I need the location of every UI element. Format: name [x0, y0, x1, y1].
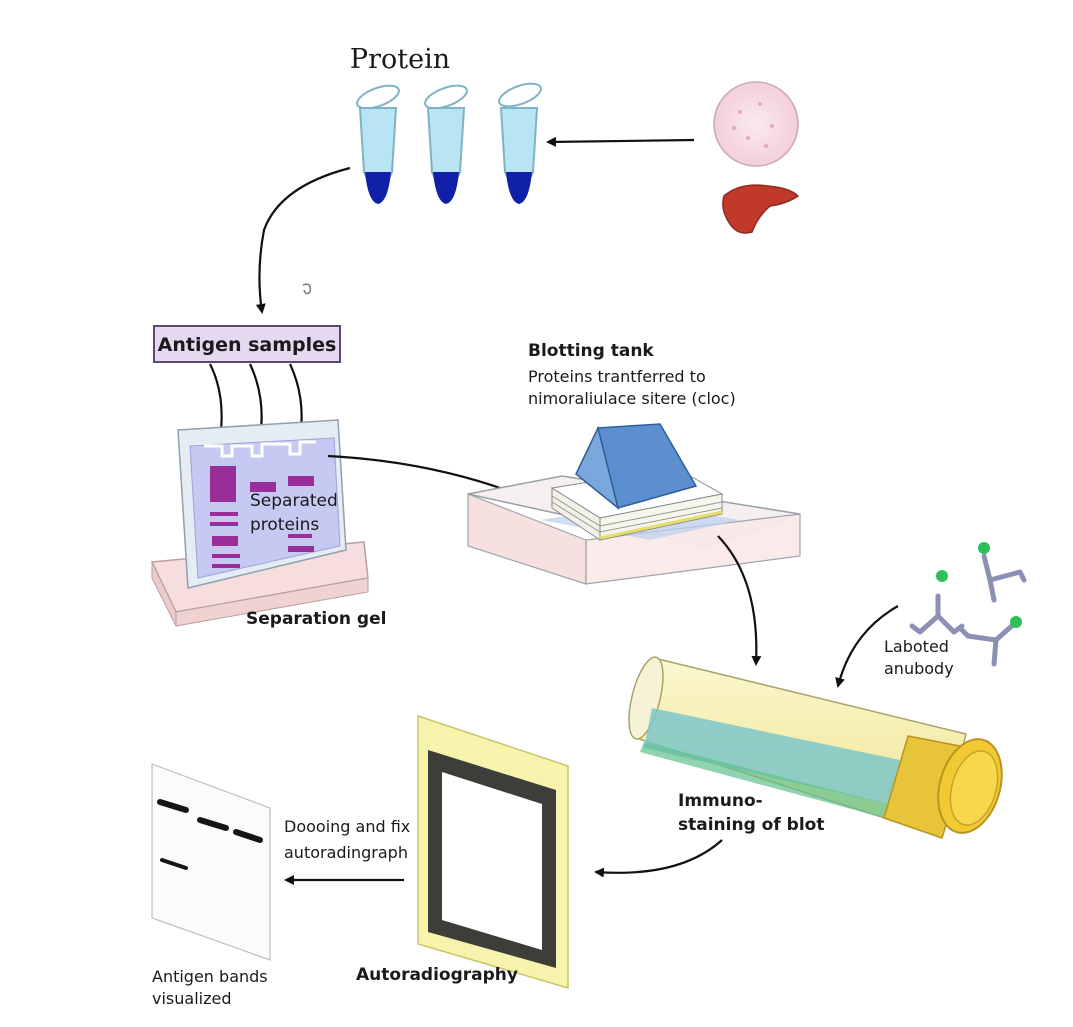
sample-tube-3: [498, 82, 542, 204]
antigen-samples-label: Antigen samples: [158, 334, 337, 356]
antigen-samples-box: [153, 325, 341, 363]
blotting-tank-title: Blotting tank: [528, 341, 654, 361]
cell-culture-dish-icon: [713, 81, 799, 167]
gel-band: [288, 476, 314, 486]
gel-band: [288, 534, 312, 538]
blotting-tank-desc-line1: Proteins trantferred to: [528, 367, 706, 386]
autoradiography-label: Autoradiography: [356, 965, 518, 985]
immunostaining-label-line2: staining of blot: [678, 815, 824, 835]
sample-tube-1: [356, 84, 400, 204]
antigen-bands-label-line2: visualized: [152, 989, 231, 1008]
gel-band: [288, 546, 314, 552]
gel-band: [212, 536, 238, 546]
develop-label-line1: Doooing and fix: [284, 817, 410, 836]
autoradiography-film: [417, 714, 569, 990]
gel-band: [212, 564, 240, 568]
gel-band: [210, 522, 238, 526]
stray-mark: [302, 283, 312, 295]
separated-proteins-label-line2: proteins: [250, 515, 319, 535]
gel-band: [210, 466, 236, 502]
blotting-tank-desc-line2: nimoraliulace sitere (cloc): [528, 389, 736, 408]
antibody-tag: [936, 570, 948, 582]
immunostaining-label-line1: Immuno-: [678, 791, 763, 811]
arrow-tubes-to-samples: [255, 166, 351, 314]
labeled-antibody-icon: [909, 553, 1027, 667]
labeled-antibody-label-line2: anubody: [884, 659, 954, 678]
antigen-bands-label-line1: Antigen bands: [152, 967, 268, 986]
arrow-tube-to-film: [594, 839, 723, 878]
gel-band: [212, 554, 240, 558]
separated-proteins-label-line1: Separated: [250, 491, 338, 511]
separation-gel: [150, 419, 369, 627]
blotting-block: [575, 423, 698, 510]
labeled-antibody-label-line1: Laboted: [884, 637, 949, 656]
develop-label-line2: autoradingraph: [284, 843, 408, 862]
arrow-tank-to-tube: [717, 535, 762, 666]
separation-gel-label: Separation gel: [246, 609, 386, 629]
antibody-tag: [978, 542, 990, 554]
antibody-tag: [1010, 616, 1022, 628]
result-sheet: [151, 763, 271, 961]
arrow-antibody-to-tube: [835, 605, 899, 688]
sample-tube-2: [424, 84, 468, 204]
gel-band: [210, 512, 238, 516]
liver-tissue-icon: [722, 184, 800, 234]
arrow-tissue-to-tubes: [546, 136, 695, 147]
incubation-tube: [628, 656, 1003, 839]
gel-band: [250, 482, 276, 492]
protein-title: Protein: [350, 44, 450, 75]
blotting-tank: [467, 467, 801, 585]
